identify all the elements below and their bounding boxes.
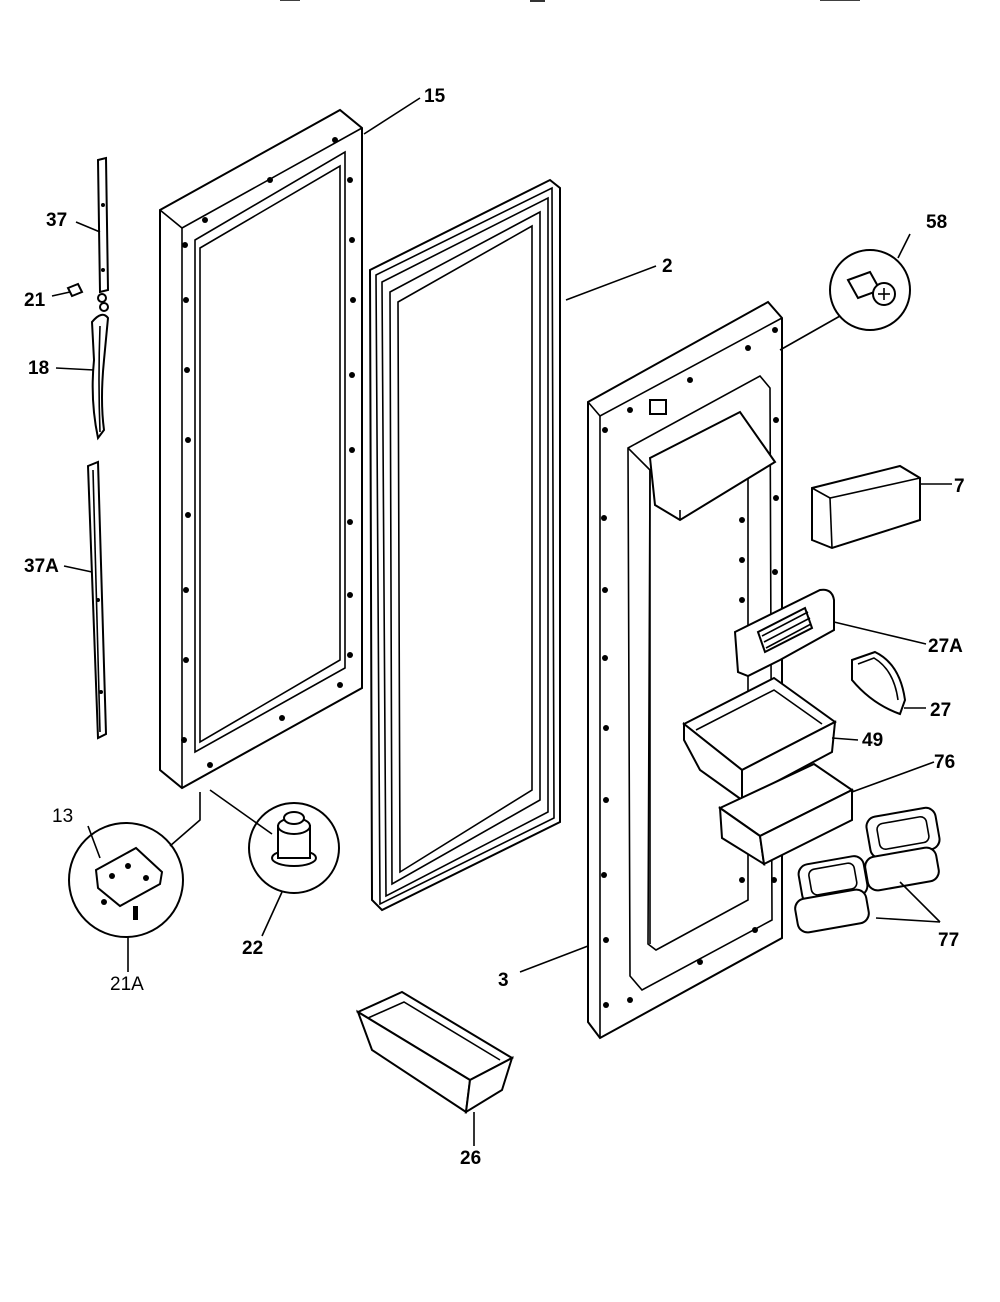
callout-21: 21 <box>24 290 46 311</box>
leader-lines <box>51 97 952 1146</box>
door-frame-part-15 <box>159 108 363 790</box>
hinge-detail-part-13 <box>68 822 184 938</box>
screw-part-21 <box>66 282 109 312</box>
bin-front-part-27a <box>733 588 835 678</box>
door-gasket-part-2 <box>368 178 561 912</box>
callout-37a: 37A <box>24 556 59 577</box>
screw-detail-part-58 <box>829 249 911 331</box>
callout-22: 22 <box>242 938 263 959</box>
top-edge-marks <box>280 0 860 2</box>
callout-2: 2 <box>662 256 673 277</box>
shelf-bin-part-49 <box>682 676 837 802</box>
callout-26: 26 <box>460 1148 481 1169</box>
liner-clip <box>649 399 667 415</box>
hinge-strip-part-37 <box>96 156 110 294</box>
callout-58: 58 <box>926 212 947 233</box>
hinge-strip-part-37a <box>86 460 108 740</box>
callout-labels: 15 37 21 18 37A 13 21A 22 2 58 7 27A 27 … <box>24 86 965 1169</box>
callout-13: 13 <box>52 806 73 827</box>
callout-77: 77 <box>938 930 959 951</box>
callout-3: 3 <box>498 970 509 991</box>
bottom-bin-part-26 <box>355 990 515 1114</box>
frame-screw-holes <box>181 137 356 768</box>
callout-27a: 27A <box>928 636 963 657</box>
filter-cups-part-77 <box>794 806 941 934</box>
callout-18: 18 <box>28 358 49 379</box>
cover-part-7 <box>811 464 921 550</box>
stop-detail-part-22 <box>248 802 340 894</box>
callout-27: 27 <box>930 700 951 721</box>
callout-7: 7 <box>954 476 965 497</box>
callout-49: 49 <box>862 730 883 751</box>
callout-21a: 21A <box>110 974 144 995</box>
callout-37: 37 <box>46 210 67 231</box>
door-liner-part-3 <box>587 300 783 1040</box>
bracket-part-27 <box>851 650 907 716</box>
callout-76: 76 <box>934 752 955 773</box>
hinge-bracket-part-18 <box>90 313 110 441</box>
callout-15: 15 <box>424 86 446 107</box>
tray-part-76 <box>718 762 854 866</box>
